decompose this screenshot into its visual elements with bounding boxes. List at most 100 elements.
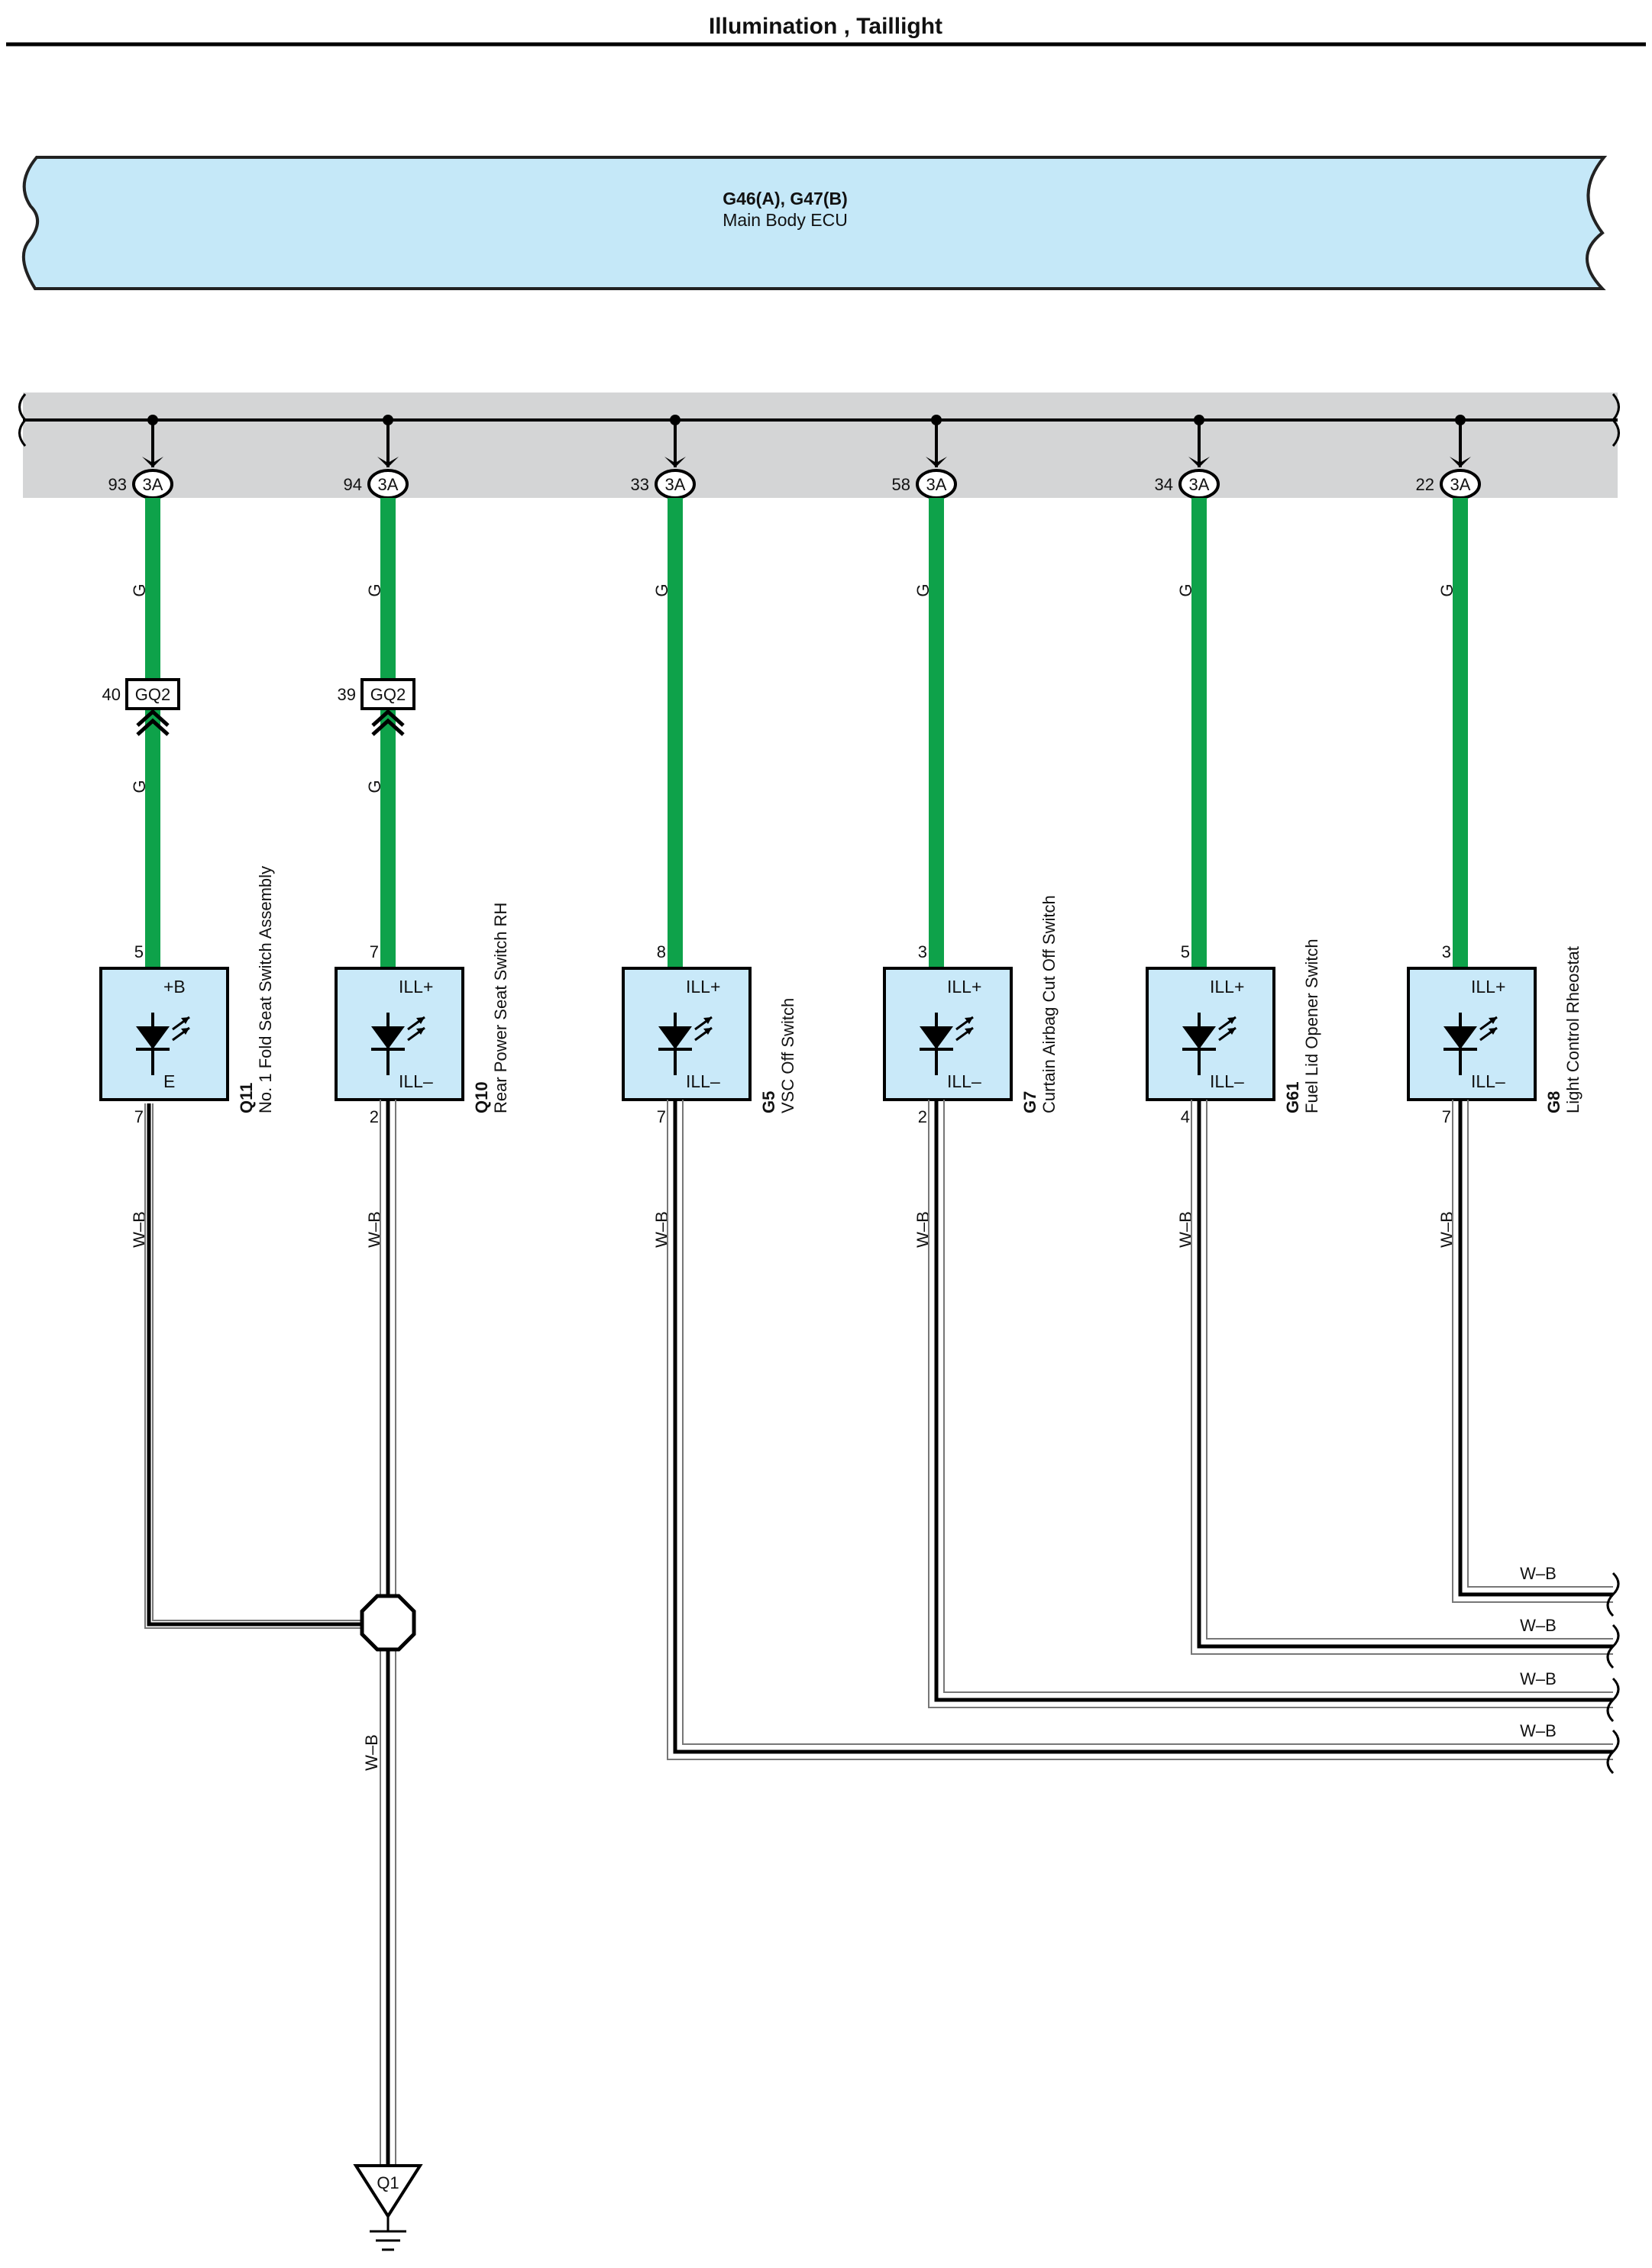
inline-chevron-top (136, 709, 170, 727)
right-wire-label: W–B (1520, 1721, 1557, 1740)
component-code: G5 (759, 1091, 778, 1113)
terminal-in-label: ILL+ (1210, 977, 1244, 997)
ecu-pin-number: 58 (892, 475, 910, 494)
wire-outline (1206, 1100, 1613, 1640)
wire-break-mark (1606, 1623, 1620, 1669)
connector-code: 3A (143, 475, 163, 494)
component-box (335, 967, 464, 1101)
inline-pin-number: 39 (338, 685, 356, 704)
wire-color-label-lower: G (365, 780, 384, 793)
wire-color-label: G (130, 583, 149, 596)
ground-wire-label: W–B (365, 1211, 384, 1248)
ground-wire (1197, 1100, 1613, 1649)
ecu-pin-number: 34 (1155, 475, 1173, 494)
wire-color-label: G (652, 583, 671, 596)
junction-wire-q11 (147, 1103, 367, 1627)
wire-color-label: G (913, 583, 933, 596)
connector-code: 3A (665, 475, 686, 494)
terminal-out-label: E (163, 1071, 175, 1091)
ecu-pin-number: 93 (108, 475, 127, 494)
wire-outline (1191, 1100, 1613, 1655)
ground-symbol (353, 2164, 423, 2219)
wire-outline (928, 1100, 1613, 1708)
component-pin-out: 4 (1181, 1107, 1190, 1126)
right-return-wires: W–BW–BW–BW–B (1520, 1564, 1620, 1775)
inline-connector (125, 678, 180, 710)
ground-code: Q1 (377, 2173, 399, 2192)
wire-break-mark (1606, 1729, 1620, 1775)
terminal-in-label: +B (163, 977, 186, 997)
splice-junction (360, 1594, 416, 1652)
wire-outline (682, 1100, 1613, 1745)
right-wire-label: W–B (1520, 1564, 1557, 1583)
terminal-in-label: ILL+ (686, 977, 720, 997)
inline-connector-code: GQ2 (135, 685, 170, 704)
ground-wire (934, 1100, 1613, 1702)
right-wire-label: W–B (1520, 1616, 1557, 1635)
inline-chevron-top (371, 709, 405, 727)
component-code: Q10 (472, 1081, 491, 1113)
page-title: Illumination , Taillight (709, 14, 942, 39)
ecu-name: Main Body ECU (723, 210, 848, 230)
component-code: G7 (1020, 1091, 1039, 1113)
wire-color-label: G (1176, 583, 1195, 596)
component-pin-in: 5 (1181, 942, 1190, 961)
wire-color-label-lower: G (130, 780, 149, 793)
component-box (99, 967, 229, 1101)
terminal-in-label: ILL+ (1471, 977, 1505, 997)
bus-break-right (1612, 393, 1620, 447)
ground-wire-label: W–B (1437, 1211, 1456, 1248)
wire-break-mark (1606, 1677, 1620, 1723)
ground-wire (1458, 1100, 1613, 1597)
ground-wire (673, 1100, 1613, 1754)
component-code: G8 (1544, 1091, 1563, 1113)
component-pin-in: 3 (1442, 942, 1451, 961)
bus-break-left (18, 393, 27, 447)
component-pin-in: 7 (370, 942, 379, 961)
component-box (1407, 967, 1537, 1101)
inline-chevron-bottom (371, 718, 405, 736)
component-pin-in: 3 (918, 942, 927, 961)
component-pin-out: 7 (657, 1107, 666, 1126)
inline-pin-number: 40 (102, 685, 121, 704)
junction-wire-outline (144, 1103, 396, 2166)
component-box (1146, 967, 1275, 1101)
ground-wire-label: W–B (913, 1211, 933, 1248)
component-pin-out: 2 (370, 1107, 379, 1126)
inline-connector-code: GQ2 (370, 685, 406, 704)
component-code: G61 (1283, 1081, 1302, 1113)
connector-bus-band (23, 393, 1618, 498)
component-pin-out: 7 (1442, 1107, 1451, 1126)
wire-outline (943, 1100, 1613, 1693)
wire-outline (1467, 1100, 1613, 1588)
inline-chevron-bottom (136, 718, 170, 736)
connector-code: 3A (1189, 475, 1210, 494)
ecu-code: G46(A), G47(B) (723, 189, 848, 208)
terminal-in-label: ILL+ (947, 977, 981, 997)
connector-code: 3A (378, 475, 399, 494)
wire-outline (667, 1100, 1613, 1760)
inline-connector (360, 678, 415, 710)
bus-arrow (1188, 457, 1210, 467)
ground-circuit: W–B Q1 (144, 1103, 423, 2251)
bus-arrow (926, 457, 947, 467)
ecu-body (21, 156, 1608, 290)
connector-code: 3A (926, 475, 947, 494)
junction-wire-label: W–B (362, 1734, 381, 1771)
ecu-pin-number: 33 (631, 475, 649, 494)
wire-outline (1452, 1100, 1613, 1603)
wire-color-label: G (1437, 583, 1456, 596)
ground-wire-label: W–B (130, 1211, 149, 1248)
component-pin-in: 8 (657, 942, 666, 961)
component-pin-in: 5 (134, 942, 144, 961)
connector-code: 3A (1450, 475, 1471, 494)
component-name: Curtain Airbag Cut Off Switch (1039, 895, 1059, 1113)
component-box (883, 967, 1013, 1101)
bus-arrow (664, 457, 686, 467)
